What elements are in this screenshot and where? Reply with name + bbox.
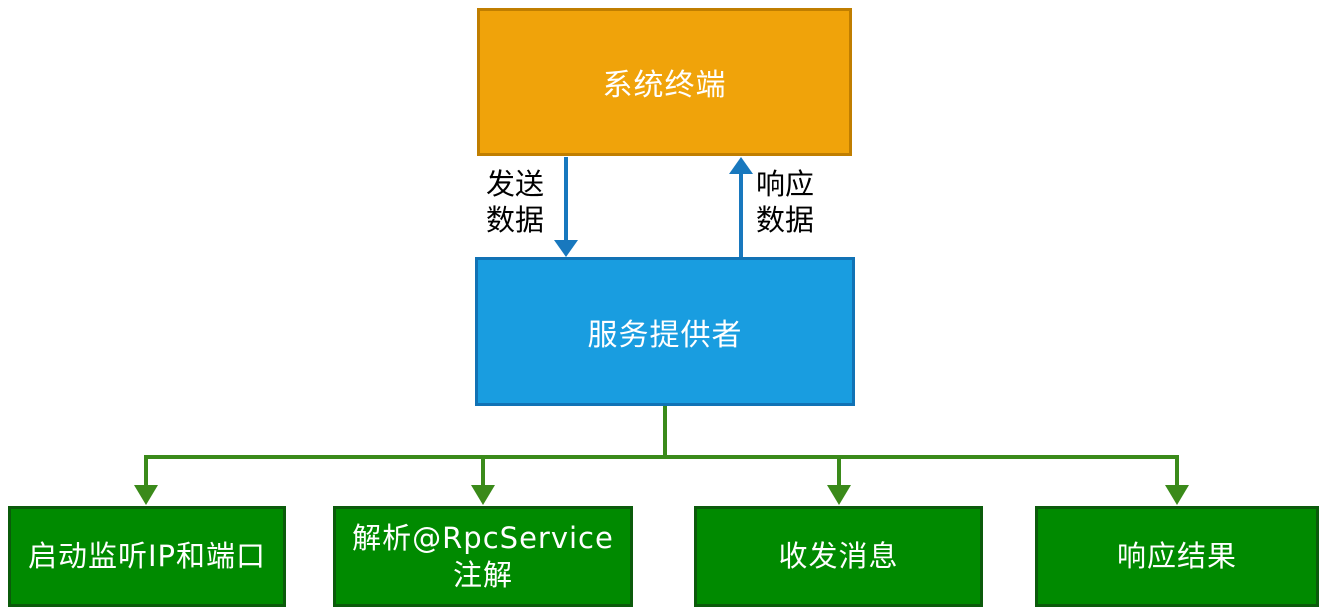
node-system-terminal-label: 系统终端 [602,68,727,103]
step-send-receive-messages-label: 收发消息 [778,539,899,573]
step-response-result-label: 响应结果 [1116,539,1237,573]
step-response-result: 响应结果 [1035,506,1319,607]
node-service-provider: 服务提供者 [475,257,855,406]
connector-arrowhead-2-icon [471,485,495,505]
step-parse-rpcservice-annotation: 解析@RpcService 注解 [333,506,633,607]
step-listen-ip-port-label: 启动监听IP和端口 [27,539,267,573]
node-system-terminal: 系统终端 [477,8,852,156]
connector-arrowhead-3-icon [827,485,851,505]
connector-arrowhead-4-icon [1165,485,1189,505]
response-data-edge-label: 响应 数据 [756,167,815,237]
step-listen-ip-port: 启动监听IP和端口 [8,506,286,607]
send-data-arrowhead-icon [554,240,578,257]
response-data-arrowhead-icon [729,157,753,174]
node-service-provider-label: 服务提供者 [587,317,743,353]
connector-arrowhead-1-icon [134,485,158,505]
send-data-edge-label: 发送 数据 [486,167,545,237]
step-send-receive-messages: 收发消息 [694,506,983,607]
step-parse-rpcservice-annotation-label: 解析@RpcService 注解 [352,520,614,592]
